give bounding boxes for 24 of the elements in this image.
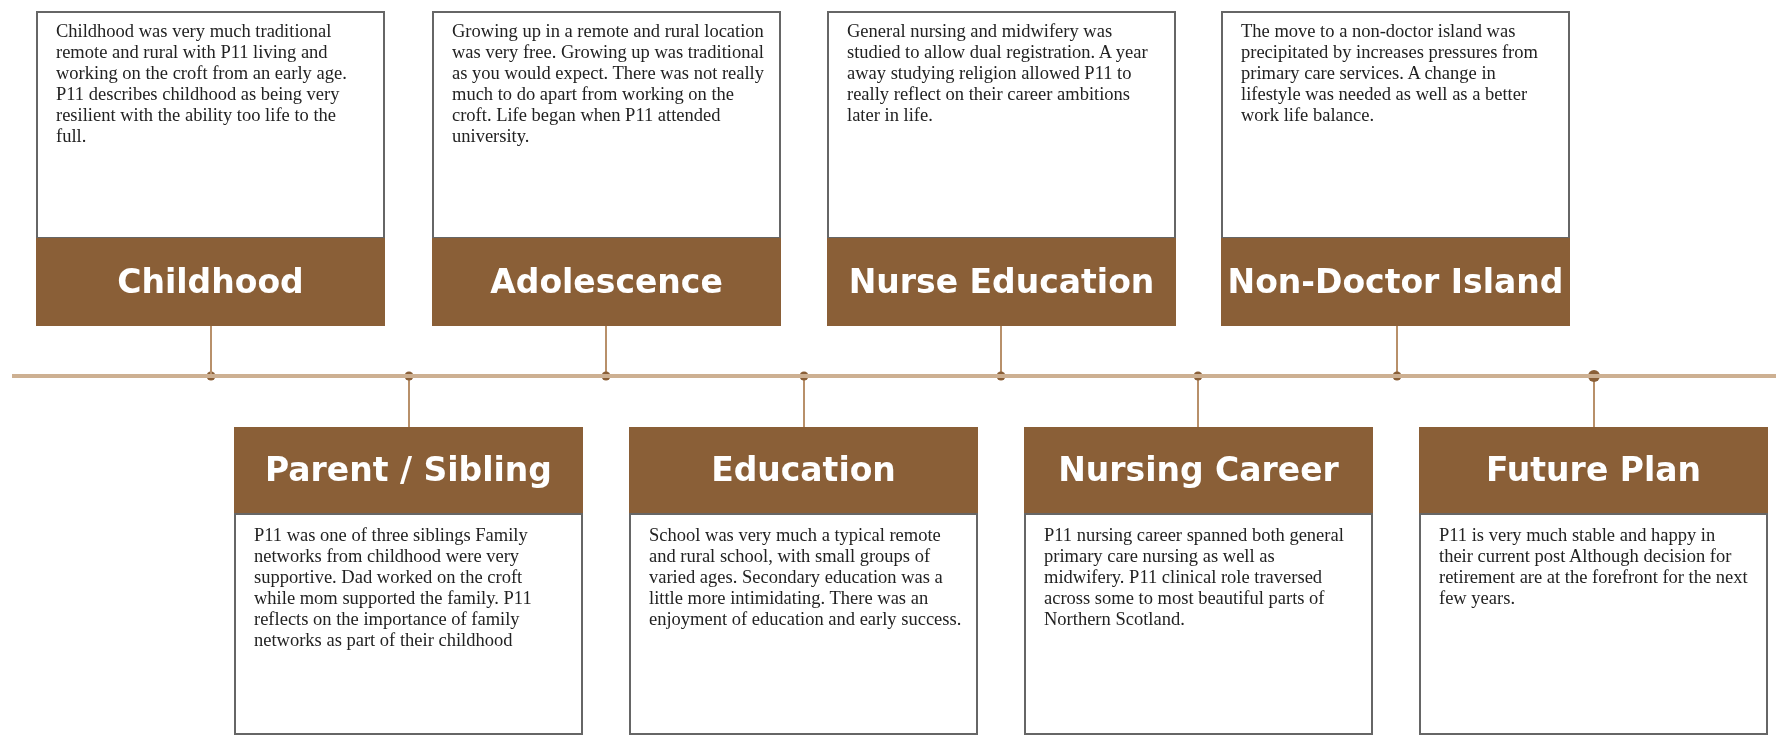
connector-line (605, 325, 607, 375)
stage-heading: Nursing Career (1024, 427, 1373, 513)
connector-line (1000, 325, 1002, 375)
description-text: P11 nursing career spanned both general primary care nursing as well as midwifery. P11 clinical role traversed across some to most beautiful parts of Northern Scotland. (1024, 513, 1373, 735)
description-text: Childhood was very much traditional remote and rural with P11 living and working on the croft from an early age. P11 describes childhood as being very resilient with the ability too life to the full. (36, 11, 385, 239)
stage-heading: Future Plan (1419, 427, 1768, 513)
stage-heading: Non-Doctor Island (1221, 238, 1570, 326)
stage-heading: Childhood (36, 238, 385, 326)
connector-line (408, 377, 410, 428)
connector-line (1396, 325, 1398, 375)
connector-line (803, 377, 805, 428)
description-text: P11 was one of three siblings Family networks from childhood were very supportive. Dad worked on the croft while mom supported the family. P11 reflects on the importance of family networks as part of their childhood (234, 513, 583, 735)
stage-heading: Education (629, 427, 978, 513)
stage-heading: Adolescence (432, 238, 781, 326)
stage-heading: Nurse Education (827, 238, 1176, 326)
connector-line (210, 325, 212, 375)
description-text: The move to a non-doctor island was precipitated by increases pressures from primary care services. A change in lifestyle was needed as well as a better work life balance. (1221, 11, 1570, 239)
description-text: School was very much a typical remote and rural school, with small groups of varied ages. Secondary education was a little more intimidating. There was an enjoyment of education and early success. (629, 513, 978, 735)
timeline-bar (12, 374, 1776, 378)
stage-heading: Parent / Sibling (234, 427, 583, 513)
description-text: Growing up in a remote and rural location was very free. Growing up was traditional as you would expect. There was not really much to do apart from working on the croft. Life began when P11 attended university. (432, 11, 781, 239)
connector-line (1197, 377, 1199, 428)
description-text: General nursing and midwifery was studied to allow dual registration. A year away studying religion allowed P11 to really reflect on their career ambitions later in life. (827, 11, 1176, 239)
description-text: P11 is very much stable and happy in their current post Although decision for retirement are at the forefront for the next few years. (1419, 513, 1768, 735)
